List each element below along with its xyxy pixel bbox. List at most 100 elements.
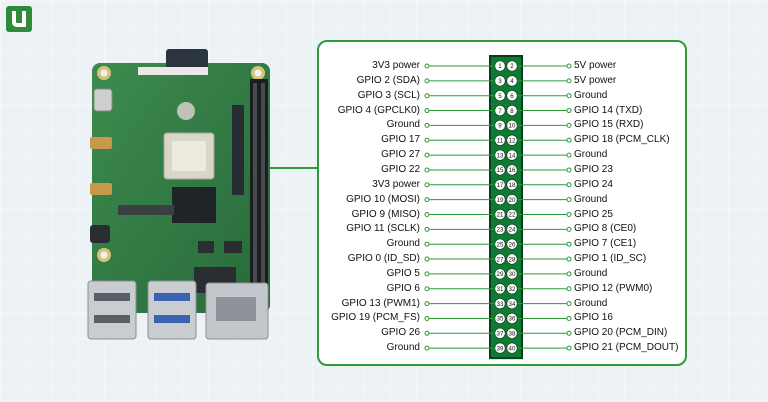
pin-1-label: 3V3 power — [372, 60, 420, 71]
pin-14-number: 14 — [509, 152, 516, 159]
pin-endpoint-dot — [424, 152, 430, 158]
pin-endpoint-dot — [424, 256, 430, 262]
pin-endpoint-dot — [424, 167, 430, 173]
pin-29-label: GPIO 5 — [386, 267, 420, 279]
pin-11-number: 11 — [497, 137, 504, 144]
pin-35-number: 35 — [497, 316, 504, 323]
pin-endpoint-dot — [424, 315, 430, 321]
pin-endpoint-dot — [566, 330, 572, 336]
pin-endpoint-dot — [566, 93, 572, 99]
pin-35-label: GPIO 19 (PCM_FS) — [331, 312, 420, 324]
pin-19-number: 19 — [497, 197, 504, 204]
pin-39-number: 39 — [497, 345, 504, 352]
pin-3-label: GPIO 2 (SDA) — [356, 74, 420, 86]
pin-30-number: 30 — [509, 271, 516, 278]
pin-38-circle — [506, 327, 518, 339]
pin-17-number: 17 — [497, 182, 504, 189]
pin-19-label: GPIO 10 (MOSI) — [346, 193, 420, 205]
pin-9-label: Ground — [386, 119, 420, 131]
connector-line — [270, 167, 318, 169]
pin-endpoint-dot — [566, 78, 572, 84]
pin-36-circle — [506, 312, 518, 324]
pin-31-circle — [494, 283, 506, 295]
pin-5-number: 5 — [498, 93, 502, 100]
pin-36-label: GPIO 16 — [574, 312, 613, 324]
pin-2-label: 5V power — [574, 60, 617, 71]
pin-21-number: 21 — [497, 212, 504, 219]
pin-14-circle — [506, 149, 518, 161]
pin-2-number: 2 — [510, 63, 514, 70]
pin-32-label: GPIO 12 (PWM0) — [574, 282, 653, 294]
pin-27-label: GPIO 0 (ID_SD) — [347, 253, 420, 265]
pin-11-label: GPIO 17 — [381, 134, 420, 146]
pin-endpoint-dot — [424, 78, 430, 84]
brand-logo-icon — [6, 6, 32, 32]
pin-39-label: Ground — [386, 342, 420, 354]
pin-24-label: GPIO 8 (CE0) — [574, 223, 637, 235]
pin-endpoint-dot — [424, 212, 430, 217]
pin-endpoint-dot — [566, 122, 572, 128]
pin-25-label: Ground — [386, 238, 420, 250]
pin-6-circle — [506, 90, 518, 102]
pin-27-number: 27 — [497, 256, 504, 263]
pin-3-circle — [494, 75, 506, 87]
gpio-header-strip — [489, 55, 523, 360]
pin-18-circle — [506, 179, 518, 191]
pin-21-circle — [494, 209, 506, 221]
pin-24-circle — [506, 223, 518, 235]
pin-endpoint-dot — [424, 182, 430, 188]
pin-39-circle — [494, 342, 506, 354]
pin-endpoint-dot — [566, 197, 572, 203]
pin-6-number: 6 — [510, 93, 514, 100]
pin-7-label: GPIO 4 (GPCLK0) — [337, 104, 420, 116]
pin-26-circle — [506, 238, 518, 250]
pin-endpoint-dot — [424, 122, 430, 128]
pin-32-number: 32 — [509, 286, 516, 293]
pin-28-circle — [506, 253, 518, 265]
pin-35-circle — [494, 312, 506, 324]
pin-34-circle — [506, 298, 518, 310]
pin-11-circle — [494, 134, 506, 146]
pin-23-number: 23 — [497, 227, 504, 234]
pin-endpoint-dot — [566, 241, 572, 247]
pin-26-label: GPIO 7 (CE1) — [574, 238, 637, 250]
pin-endpoint-dot — [424, 241, 430, 247]
pin-10-circle — [506, 119, 518, 131]
pin-10-label: GPIO 15 (RXD) — [574, 119, 644, 131]
pin-29-circle — [494, 268, 506, 280]
pin-34-number: 34 — [509, 301, 516, 308]
pin-20-label: Ground — [574, 193, 608, 205]
pin-28-label: GPIO 1 (ID_SC) — [574, 253, 647, 265]
pin-38-label: GPIO 20 (PCM_DIN) — [574, 327, 668, 339]
pin-13-label: GPIO 27 — [381, 149, 420, 161]
pin-12-number: 12 — [509, 137, 516, 144]
pin-endpoint-dot — [424, 330, 430, 336]
pin-endpoint-dot — [566, 315, 572, 321]
pin-22-label: GPIO 25 — [574, 208, 613, 220]
pin-endpoint-dot — [566, 226, 572, 232]
pin-1-number: 1 — [498, 63, 502, 70]
pin-endpoint-dot — [566, 137, 572, 143]
pin-9-circle — [494, 119, 506, 131]
pin-6-label: Ground — [574, 89, 608, 101]
pin-16-label: GPIO 23 — [574, 163, 613, 175]
pin-2-circle — [506, 60, 518, 72]
pin-4-number: 4 — [510, 78, 514, 85]
pin-5-circle — [494, 90, 506, 102]
pin-15-circle — [494, 164, 506, 176]
pin-38-number: 38 — [509, 331, 516, 338]
pin-endpoint-dot — [566, 271, 572, 277]
pin-26-number: 26 — [509, 241, 516, 248]
pin-16-number: 16 — [509, 167, 516, 174]
pin-endpoint-dot — [566, 345, 572, 351]
pin-endpoint-dot — [424, 197, 430, 203]
pin-8-number: 8 — [510, 108, 514, 115]
pin-endpoint-dot — [424, 137, 430, 143]
pin-29-number: 29 — [497, 271, 504, 278]
pin-15-label: GPIO 22 — [381, 163, 420, 175]
pin-endpoint-dot — [566, 108, 572, 114]
pin-20-circle — [506, 194, 518, 206]
pin-23-circle — [494, 223, 506, 235]
